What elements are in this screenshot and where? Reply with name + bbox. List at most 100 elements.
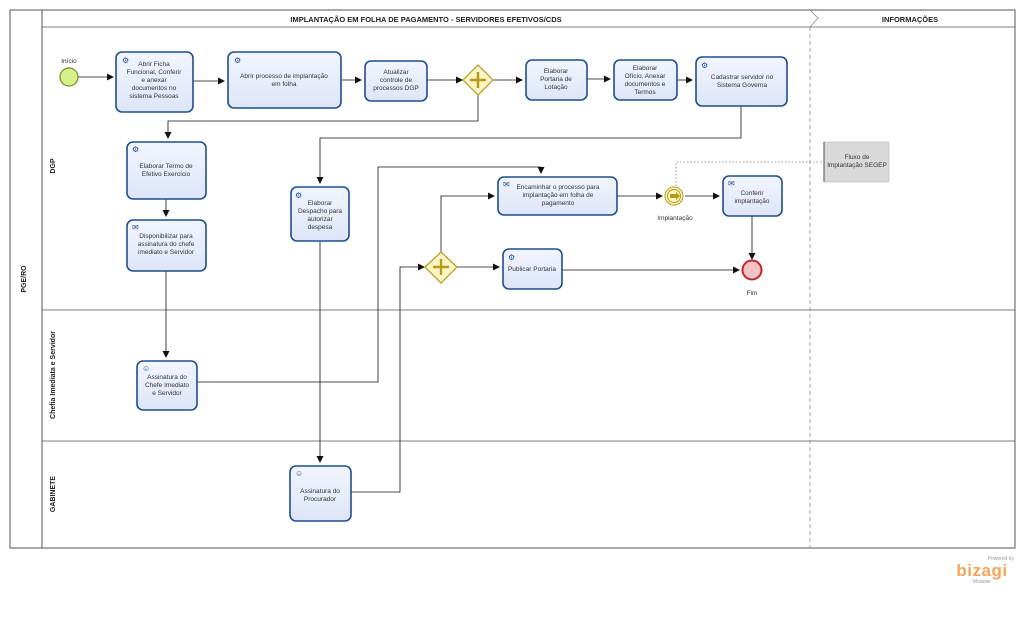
brand-name: bizagi bbox=[956, 561, 1008, 580]
gear-icon: ⚙ bbox=[508, 253, 515, 262]
label-line: Disponibilizar para bbox=[139, 233, 193, 240]
flow-t14-gw2 bbox=[351, 263, 425, 493]
label-line: Conferir bbox=[740, 190, 764, 197]
lane-label-gabinete: GABINETE bbox=[50, 476, 57, 513]
envelope-icon: ✉ bbox=[503, 180, 510, 189]
flow-t6-t9 bbox=[316, 106, 742, 184]
label-line: Funcional, Conferir bbox=[127, 69, 183, 76]
parallel-gateway-1[interactable] bbox=[462, 64, 494, 96]
gear-icon: ⚙ bbox=[132, 145, 139, 154]
label-line: Fluxo de bbox=[845, 154, 870, 161]
label-line: Elaborar bbox=[308, 200, 333, 207]
label-line: despesa bbox=[308, 224, 333, 231]
label-line: Procurador bbox=[304, 496, 337, 503]
parallel-gateway-2[interactable] bbox=[424, 251, 458, 284]
label-line: documentos no bbox=[132, 85, 177, 92]
label-line: Encaminhar o processo para bbox=[516, 184, 599, 191]
label-line: Abrir Ficha bbox=[138, 61, 170, 68]
envelope-icon: ✉ bbox=[728, 179, 735, 188]
gear-icon: ⚙ bbox=[295, 191, 302, 200]
label-line: imediato e Servidor bbox=[138, 249, 195, 256]
label-line: implantação bbox=[734, 198, 769, 205]
label-line: controle de bbox=[380, 77, 413, 84]
label-line: Lotação bbox=[544, 84, 568, 91]
label-line: Ofício, Anexar bbox=[625, 73, 667, 80]
label-line: Assinatura do bbox=[147, 374, 187, 381]
task-label: Publicar Portaria bbox=[508, 266, 556, 273]
gear-icon: ⚙ bbox=[701, 61, 708, 70]
gear-icon: ⚙ bbox=[122, 56, 129, 65]
label-line: Elaborar bbox=[633, 65, 658, 72]
label-line: Abrir processo de implantação bbox=[240, 73, 328, 80]
end-event[interactable]: Fim bbox=[741, 259, 763, 298]
label-line: Sistema Governa bbox=[717, 82, 768, 89]
user-icon: ☺ bbox=[142, 364, 150, 373]
start-event-label: Início bbox=[61, 58, 77, 65]
flow-gw1-t7 bbox=[164, 95, 479, 139]
lane-label-dgp: DGP bbox=[50, 158, 57, 174]
gear-icon: ⚙ bbox=[234, 56, 241, 65]
label-line: Cadastrar servidor no bbox=[711, 74, 774, 81]
info-title: INFORMAÇÕES bbox=[882, 15, 938, 24]
label-line: implantação em folha de bbox=[523, 192, 594, 199]
message-icon bbox=[670, 192, 680, 200]
lane-label-chefia: Chefia Imediata e Servidor bbox=[50, 331, 57, 419]
label-line: sistema Pessoas bbox=[129, 93, 179, 100]
label-line: autorizar bbox=[307, 216, 333, 223]
sequence-flows bbox=[78, 73, 824, 493]
label-line: Elaborar Termo de bbox=[139, 163, 193, 170]
flow-t13-t10 bbox=[197, 166, 545, 383]
bizagi-logo: Powered by bizagi Modeler bbox=[950, 556, 1014, 585]
label-line: Chefe Imediato bbox=[145, 382, 189, 389]
task-publicar-portaria[interactable]: ⚙ Publicar Portaria bbox=[502, 248, 563, 290]
pool-label: PGE/RO bbox=[21, 265, 28, 293]
label-line: Implantação SEGEP bbox=[827, 162, 887, 169]
label-line: pagamento bbox=[542, 200, 575, 207]
label-line: Despacho para bbox=[298, 208, 342, 215]
flow-gw2-t10 bbox=[440, 192, 495, 252]
end-event-label: Fim bbox=[747, 290, 758, 297]
label-line: Termos bbox=[634, 89, 656, 96]
label-line: documentos e bbox=[625, 81, 666, 88]
label-line: e Servidor bbox=[152, 390, 182, 397]
envelope-icon: ✉ bbox=[132, 223, 139, 232]
label-line: Atualizar bbox=[383, 69, 409, 76]
start-event[interactable]: Início bbox=[59, 58, 79, 87]
intermediate-event[interactable]: Implantação bbox=[657, 186, 693, 222]
label-line: e anexar bbox=[141, 77, 167, 84]
label-line: Elaborar bbox=[544, 68, 569, 75]
label-line: assinatura do chefe bbox=[138, 241, 195, 248]
pool-title: IMPLANTAÇÃO EM FOLHA DE PAGAMENTO - SERV… bbox=[290, 15, 561, 24]
label-line: Publicar Portaria bbox=[508, 266, 556, 273]
